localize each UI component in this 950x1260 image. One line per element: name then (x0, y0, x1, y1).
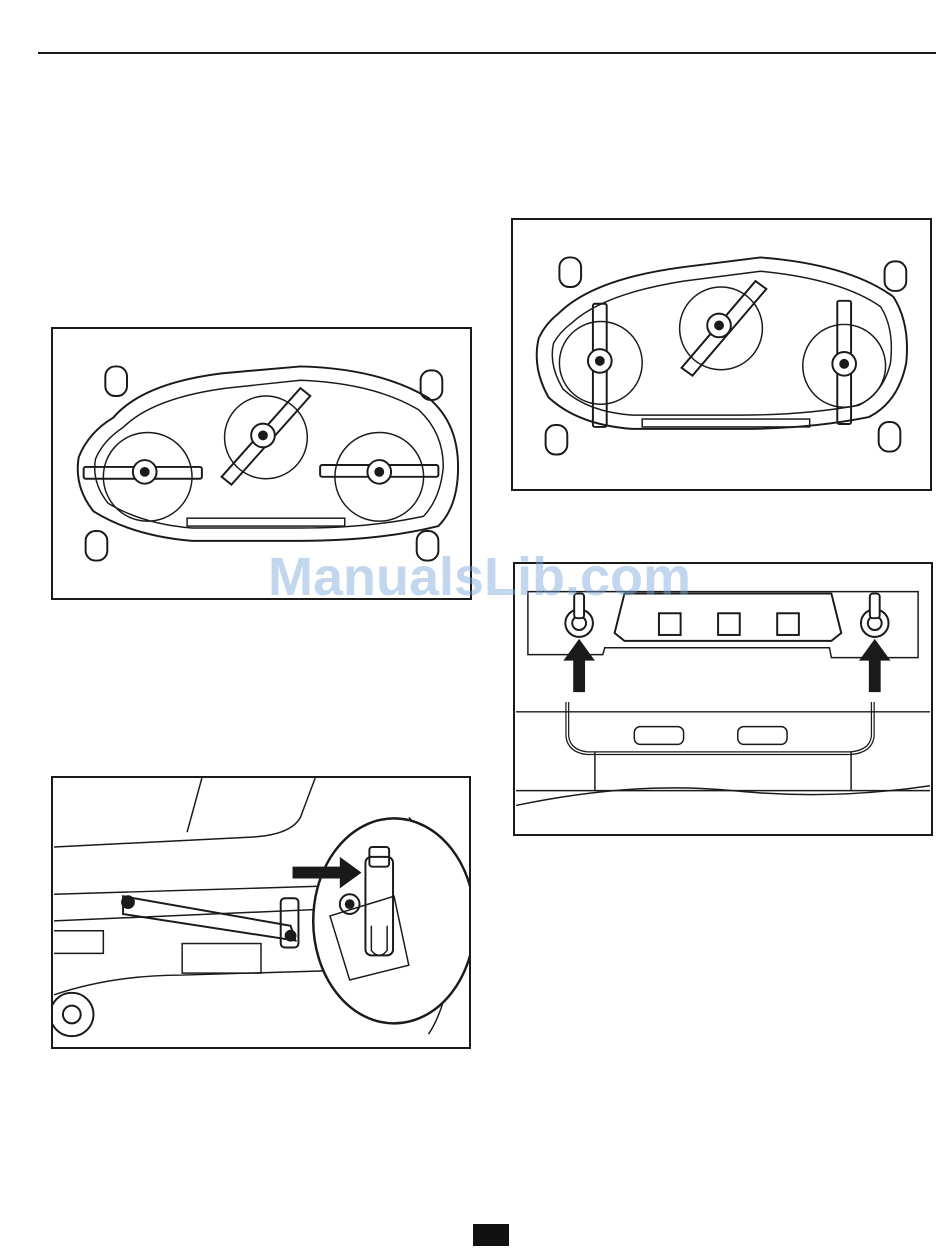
figure-deck-lift-linkage (51, 776, 471, 1049)
figure-deck-underside-right (511, 218, 932, 491)
arrow-right-icon (53, 778, 469, 1047)
page-number-tab (473, 1224, 509, 1246)
header-rule (38, 52, 936, 54)
watermark: ManualsLib.com (268, 546, 691, 608)
mower-deck-illustration (513, 220, 930, 489)
